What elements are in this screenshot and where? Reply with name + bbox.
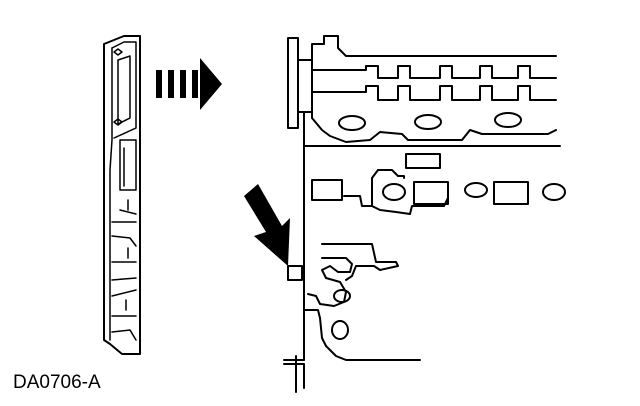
- gasket-side-view: [103, 35, 141, 355]
- pointer-arrow-icon: [244, 184, 290, 266]
- cylinder-head-view: [283, 35, 566, 393]
- figure-caption: DA0706-A: [13, 372, 101, 393]
- direction-arrow-icon: [156, 58, 222, 110]
- gasket-location-marker: [287, 265, 303, 281]
